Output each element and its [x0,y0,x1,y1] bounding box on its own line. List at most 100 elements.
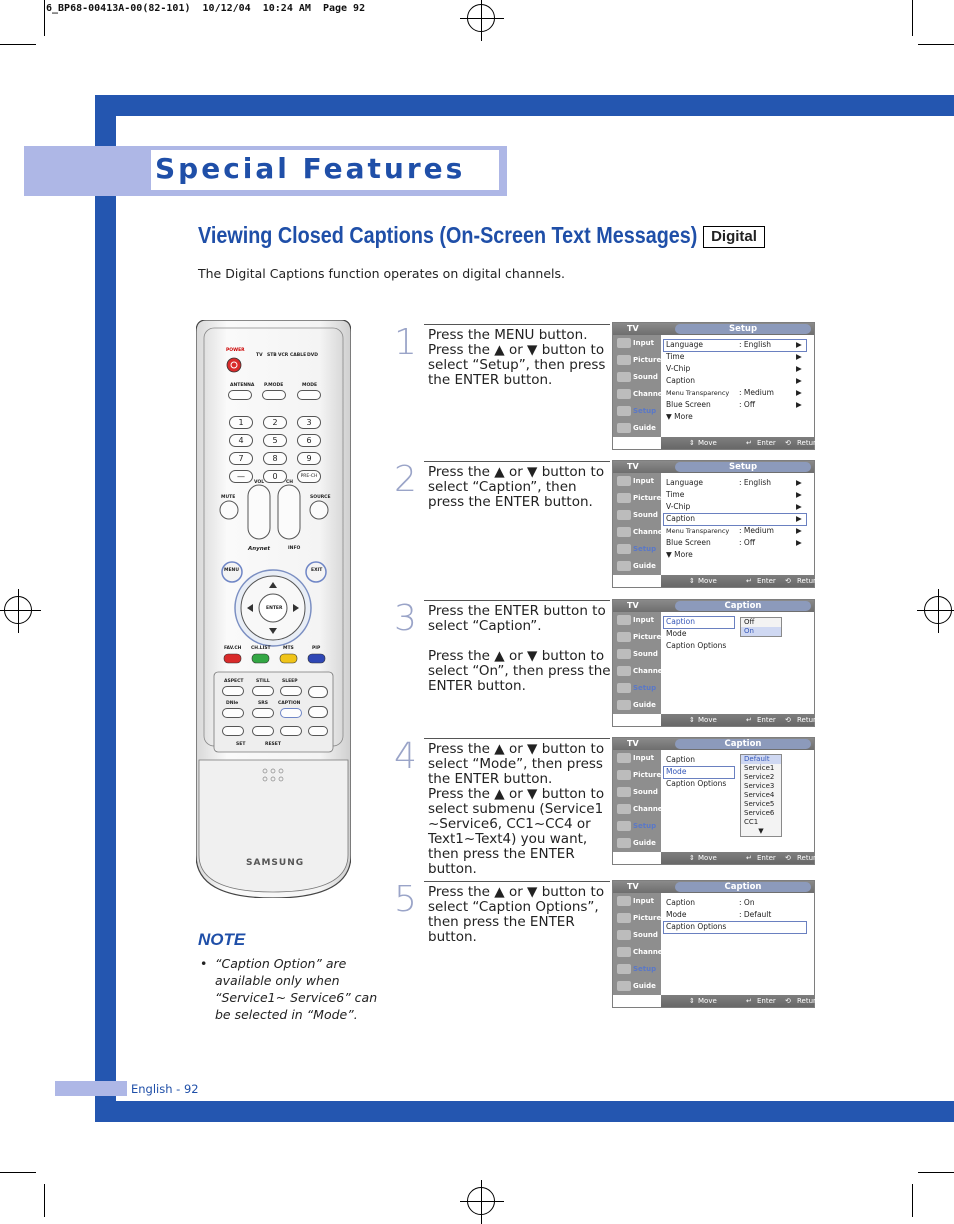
remote-digit-button[interactable]: — [229,470,253,483]
osd-sidebar-item-channel[interactable]: Channel [613,944,665,961]
osd-dropdown-option[interactable]: Service3 [744,782,775,790]
remote-ff-button[interactable] [308,726,328,736]
osd-menu-row[interactable]: Caption Options [666,641,736,650]
remote-down-button[interactable] [308,706,328,718]
remote-digit-button[interactable]: 8 [263,452,287,465]
remote-up-button[interactable] [308,686,328,698]
remote-digit-button[interactable]: 3 [297,416,321,429]
osd-sidebar-item-channel[interactable]: Channel [613,524,665,541]
remote-digit-button[interactable]: PRE-CH [297,470,321,483]
osd-dropdown-option[interactable]: On [741,627,781,636]
osd-sidebar-item-picture[interactable]: Picture [613,490,661,507]
osd-sidebar-item-picture[interactable]: Picture [613,910,661,927]
osd-menu-row[interactable]: Caption [666,617,736,626]
osd-sidebar-label: Sound [633,650,658,658]
osd-dropdown-option[interactable]: Off [744,618,755,626]
osd-sidebar-item-setup[interactable]: Setup [613,818,661,835]
osd-menu-row[interactable]: Blue Screen: Off▶ [666,400,806,409]
osd-menu-row[interactable]: Language: English▶ [666,340,806,349]
osd-dropdown-option[interactable]: Service5 [744,800,775,808]
return-icon: ⟲ [785,854,791,862]
osd-menu-row[interactable]: Caption: On [666,898,806,907]
osd-sidebar-item-setup[interactable]: Setup [613,541,661,558]
osd-sidebar-item-channel[interactable]: Channel [613,801,665,818]
osd-menu-row[interactable]: Caption [666,755,736,764]
osd-menu-row[interactable]: Menu Transparency: Medium▶ [666,526,806,535]
input-icon [617,753,631,763]
osd-dropdown-option[interactable]: ▼ [758,827,764,835]
osd-sidebar-item-setup[interactable]: Setup [613,961,661,978]
osd-menu-row[interactable]: Time▶ [666,352,806,361]
remote-sleep-button[interactable] [280,686,302,696]
osd-sidebar-item-input[interactable]: Input [613,750,661,767]
osd-dropdown-option[interactable]: Service1 [744,764,775,772]
remote-antenna-button[interactable] [228,390,252,400]
osd-sidebar-item-guide[interactable]: Guide [613,835,661,852]
remote-stop-button[interactable] [252,726,274,736]
osd-sidebar-label: Picture [633,771,662,779]
osd-sidebar-item-guide[interactable]: Guide [613,978,661,995]
osd-menu-row[interactable]: ▼ More [666,550,806,559]
osd-menu-row[interactable]: V-Chip▶ [666,364,806,373]
osd-sidebar-item-sound[interactable]: Sound [613,927,661,944]
osd-dropdown-option[interactable]: Service6 [744,809,775,817]
osd-row-label: Blue Screen [666,538,711,547]
remote-digit-button[interactable]: 6 [297,434,321,447]
remote-rewind-button[interactable] [222,726,244,736]
osd-sidebar-item-sound[interactable]: Sound [613,369,661,386]
remote-digit-button[interactable]: 5 [263,434,287,447]
osd-sidebar-item-sound[interactable]: Sound [613,646,661,663]
note-title: NOTE [198,930,246,949]
osd-dropdown-option[interactable]: Service2 [744,773,775,781]
osd-dropdown-option[interactable]: Service4 [744,791,775,799]
remote-play-pause-button[interactable] [280,726,302,736]
osd-sidebar-item-input[interactable]: Input [613,335,661,352]
osd-sidebar-item-picture[interactable]: Picture [613,767,661,784]
osd-sidebar-item-picture[interactable]: Picture [613,352,661,369]
osd-sidebar-item-setup[interactable]: Setup [613,680,661,697]
osd-menu-row[interactable]: Mode: Default [666,910,806,919]
osd-menu-row[interactable]: Mode [666,767,736,776]
osd-menu-row[interactable]: Language: English▶ [666,478,806,487]
osd-sidebar-item-guide[interactable]: Guide [613,558,661,575]
remote-digit-button[interactable]: 2 [263,416,287,429]
remote-still-button[interactable] [252,686,274,696]
remote-mode-button[interactable] [297,390,321,400]
osd-sidebar-item-input[interactable]: Input [613,893,661,910]
osd-menu-row[interactable]: V-Chip▶ [666,502,806,511]
remote-dnie-button[interactable] [222,708,244,718]
remote-pmode-button[interactable] [262,390,286,400]
osd-dropdown-option[interactable]: CC1 [744,818,759,826]
remote-caption-button[interactable] [280,708,302,718]
osd-sidebar-item-input[interactable]: Input [613,612,661,629]
osd-sidebar-item-input[interactable]: Input [613,473,661,490]
osd-dropdown-option[interactable]: Default [741,755,781,764]
osd-sidebar-item-channel[interactable]: Channel [613,663,665,680]
osd-sidebar-item-sound[interactable]: Sound [613,507,661,524]
osd-sidebar-item-channel[interactable]: Channel [613,386,665,403]
osd-menu-row[interactable]: Caption Options [666,922,806,931]
remote-digit-button[interactable]: 1 [229,416,253,429]
remote-digit-button[interactable]: 0 [263,470,287,483]
osd-menu-row[interactable]: Mode [666,629,736,638]
osd-menu-row[interactable]: Caption▶ [666,376,806,385]
crop-mark [918,1172,954,1173]
osd-menu-row[interactable]: Caption▶ [666,514,806,523]
osd-sidebar-item-guide[interactable]: Guide [613,697,661,714]
remote-srs-button[interactable] [252,708,274,718]
osd-menu-row[interactable]: Menu Transparency: Medium▶ [666,388,806,397]
osd-menu-row[interactable]: Caption Options [666,779,736,788]
osd-sidebar-item-sound[interactable]: Sound [613,784,661,801]
remote-digit-button[interactable]: 4 [229,434,253,447]
remote-digit-button[interactable]: 7 [229,452,253,465]
osd-sidebar-item-picture[interactable]: Picture [613,629,661,646]
osd-sidebar-item-setup[interactable]: Setup [613,403,661,420]
osd-menu-row[interactable]: Blue Screen: Off▶ [666,538,806,547]
osd-sidebar-item-guide[interactable]: Guide [613,420,661,437]
osd-menu-row[interactable]: Time▶ [666,490,806,499]
osd-menu-row[interactable]: ▼ More [666,412,806,421]
remote-digit-button[interactable]: 9 [297,452,321,465]
remote-aspect-button[interactable] [222,686,244,696]
